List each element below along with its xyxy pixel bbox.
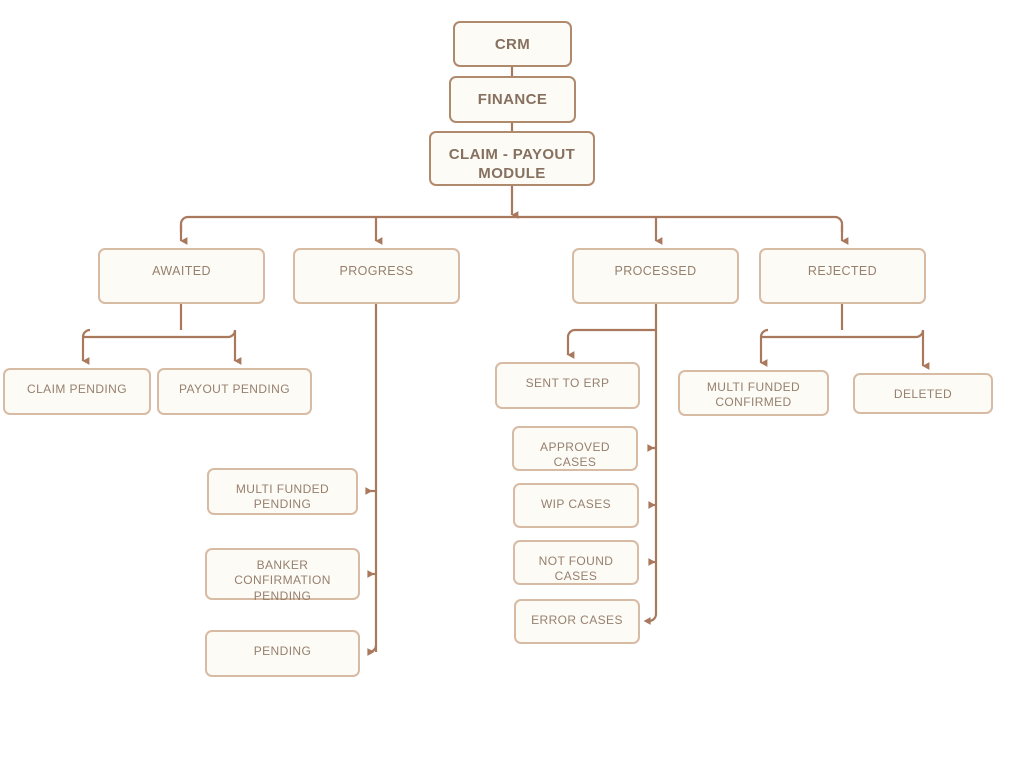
node-error-cases-label: ERROR CASES bbox=[531, 613, 623, 627]
edge-rejected-bus-left-cap bbox=[759, 328, 769, 338]
node-approved-cases-label: APPROVED CASES bbox=[540, 440, 610, 470]
edge-processed-to-sent-to-erp-elbow bbox=[566, 328, 656, 359]
node-sent-to-erp-label: SENT TO ERP bbox=[525, 376, 610, 390]
node-multi-funded-confirmed[interactable]: MULTI FUNDED CONFIRMED bbox=[678, 370, 829, 416]
node-deleted[interactable]: DELETED bbox=[853, 373, 993, 414]
node-claim-payout-module-label: CLAIM - PAYOUT MODULE bbox=[448, 146, 576, 183]
node-rejected-label: REJECTED bbox=[807, 264, 878, 278]
node-payout-pending-label: PAYOUT PENDING bbox=[179, 382, 290, 396]
node-crm[interactable]: CRM bbox=[453, 21, 572, 67]
node-rejected[interactable]: REJECTED bbox=[759, 248, 926, 304]
bus-left-cap bbox=[179, 215, 189, 232]
edge-rejected-bus-right-cap bbox=[915, 329, 925, 339]
node-approved-cases[interactable]: APPROVED CASES bbox=[512, 426, 638, 471]
node-claim-pending-label: CLAIM PENDING bbox=[27, 382, 127, 396]
node-finance-label: FINANCE bbox=[477, 91, 548, 108]
node-claim-payout-module[interactable]: CLAIM - PAYOUT MODULE bbox=[429, 131, 595, 186]
node-awaited-label: AWAITED bbox=[152, 264, 211, 278]
node-wip-cases-label: WIP CASES bbox=[540, 497, 612, 511]
node-pending[interactable]: PENDING bbox=[205, 630, 360, 677]
node-not-found-cases-label: NOT FOUND CASES bbox=[538, 554, 614, 584]
node-payout-pending[interactable]: PAYOUT PENDING bbox=[157, 368, 312, 415]
edge-progress-to-pending bbox=[367, 644, 378, 656]
node-progress-label: PROGRESS bbox=[339, 264, 414, 278]
edge-awaited-bus-right-cap bbox=[227, 329, 237, 339]
node-wip-cases[interactable]: WIP CASES bbox=[513, 483, 639, 528]
node-claim-pending[interactable]: CLAIM PENDING bbox=[3, 368, 151, 415]
node-multi-funded-confirmed-label: MULTI FUNDED CONFIRMED bbox=[706, 380, 801, 410]
edge-processed-to-error-cases bbox=[643, 613, 658, 625]
node-crm-label: CRM bbox=[494, 36, 531, 53]
node-progress[interactable]: PROGRESS bbox=[293, 248, 460, 304]
node-deleted-label: DELETED bbox=[893, 387, 953, 401]
node-error-cases[interactable]: ERROR CASES bbox=[514, 599, 640, 644]
node-sent-to-erp[interactable]: SENT TO ERP bbox=[495, 362, 640, 409]
node-finance[interactable]: FINANCE bbox=[449, 76, 576, 123]
node-banker-confirmation-pending-label: BANKER CONFIRMATION PENDING bbox=[234, 558, 331, 603]
node-pending-label: PENDING bbox=[253, 644, 312, 658]
edge-awaited-bus-left-cap bbox=[81, 328, 91, 338]
node-awaited[interactable]: AWAITED bbox=[98, 248, 265, 304]
node-multi-funded-pending-label: MULTI FUNDED PENDING bbox=[235, 482, 330, 512]
node-processed[interactable]: PROCESSED bbox=[572, 248, 739, 304]
node-not-found-cases[interactable]: NOT FOUND CASES bbox=[513, 540, 639, 585]
node-banker-confirmation-pending[interactable]: BANKER CONFIRMATION PENDING bbox=[205, 548, 360, 603]
node-multi-funded-pending[interactable]: MULTI FUNDED PENDING bbox=[207, 468, 358, 515]
node-processed-label: PROCESSED bbox=[614, 264, 697, 278]
bus-right-cap bbox=[834, 215, 844, 232]
